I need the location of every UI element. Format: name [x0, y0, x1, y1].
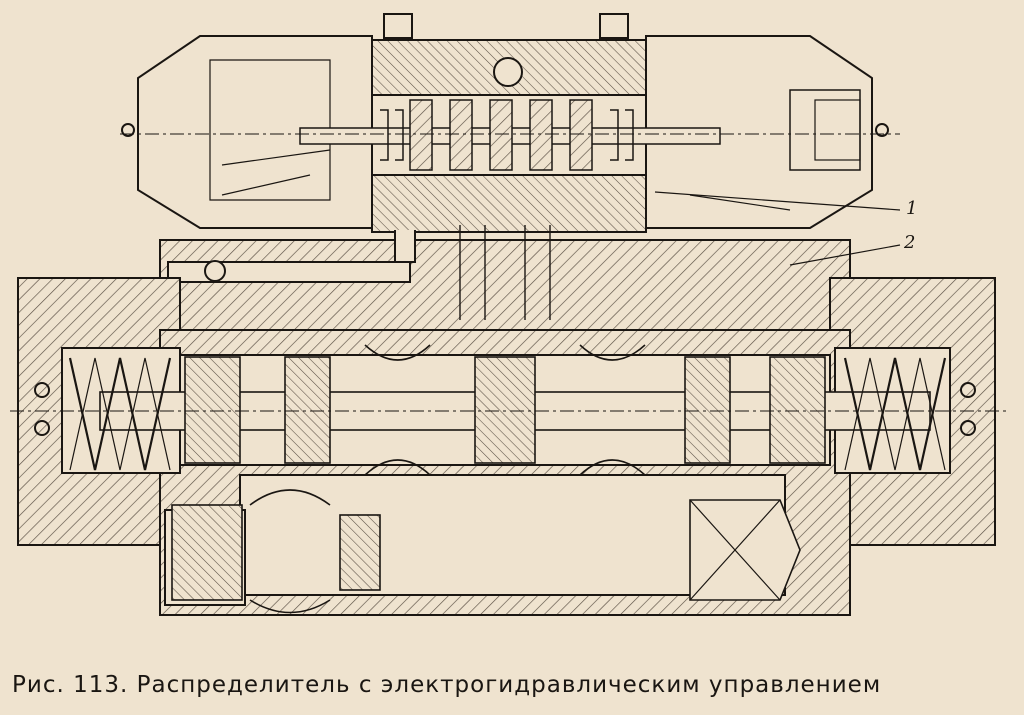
- right-spring: [843, 357, 947, 471]
- callout-label-1: 1: [906, 198, 917, 219]
- mount-hole: [34, 420, 50, 436]
- leader-2: [789, 244, 901, 266]
- lower-plug: [171, 489, 801, 614]
- mount-hole: [34, 382, 50, 398]
- pilot-head: [121, 13, 889, 233]
- main-body-upper: [159, 239, 851, 331]
- mount-hole: [960, 420, 976, 436]
- top-bolt-left: [383, 13, 413, 39]
- left-solenoid-cover: [137, 35, 373, 229]
- leader-1: [654, 191, 901, 211]
- pilot-spool: [299, 99, 721, 171]
- left-spring: [68, 357, 172, 471]
- main-spool: [99, 344, 931, 476]
- mount-hole: [960, 382, 976, 398]
- callout-label-2: 2: [903, 232, 915, 253]
- top-bolt-right: [599, 13, 629, 39]
- figure-caption: Рис. 113. Распределитель с электрогидрав…: [12, 672, 882, 698]
